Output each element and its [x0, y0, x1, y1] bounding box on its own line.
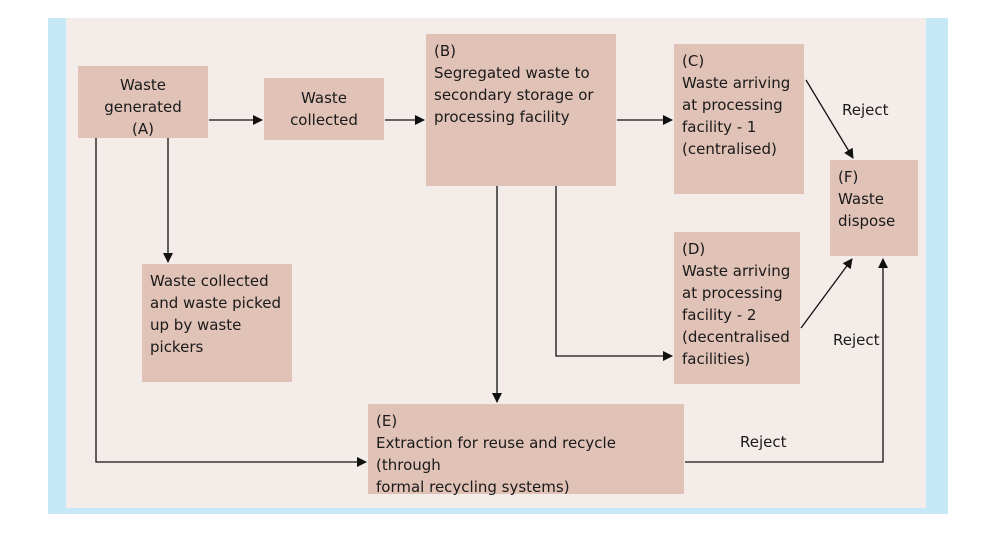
reject-label-d: Reject	[833, 331, 880, 349]
node-processing-decentralised: (D) Waste arriving at processing facilit…	[674, 232, 800, 384]
arrow-e-to-f	[685, 258, 888, 463]
arrow-c-to-f	[805, 79, 854, 159]
reject-label-c: Reject	[842, 101, 889, 119]
arrow-b-to-d	[555, 186, 673, 361]
arrow-a-to-e	[95, 138, 367, 467]
node-segregated-storage: (B) Segregated waste to secondary storag…	[426, 34, 616, 186]
node-waste-collected: Waste collected	[264, 78, 384, 140]
node-waste-pickers: Waste collected and waste picked up by w…	[142, 264, 292, 382]
node-waste-generated: Waste generated (A)	[78, 66, 208, 138]
arrow-d-to-f	[800, 258, 853, 329]
reject-label-e: Reject	[740, 433, 787, 451]
node-processing-centralised: (C) Waste arriving at processing facilit…	[674, 44, 804, 194]
node-waste-dispose: (F) Waste dispose	[830, 160, 918, 256]
node-extraction-recycle: (E) Extraction for reuse and recycle (th…	[368, 404, 684, 496]
